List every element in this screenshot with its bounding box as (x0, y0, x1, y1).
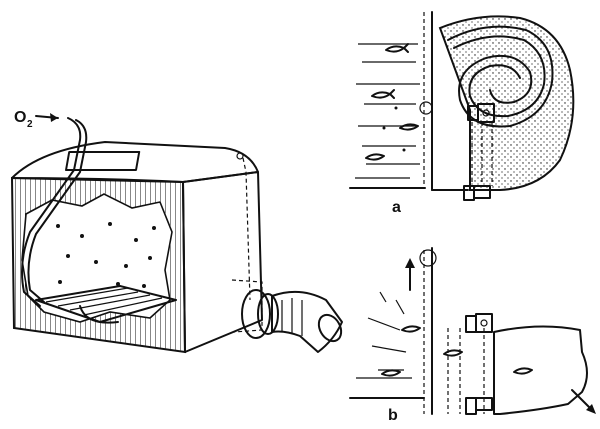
tank-hatch (65, 151, 141, 171)
panel-a-label: a (392, 199, 401, 216)
air-bubbles (56, 222, 156, 288)
svg-text:O: O (14, 109, 26, 126)
transport-tank: O 2 (10, 109, 343, 354)
panel-a-clamps (463, 103, 495, 201)
svg-text:2: 2 (27, 119, 33, 130)
flow-lines (367, 291, 407, 371)
panel-b-clamps (465, 313, 493, 415)
oxygen-supply-pipe (21, 117, 82, 307)
tank-side-face (182, 171, 263, 353)
fish-panel-b (381, 325, 533, 377)
water-surface-lines (356, 43, 420, 165)
unrolled-hose (493, 325, 588, 415)
oxygen-label: O 2 (14, 109, 59, 130)
aerator-grid (35, 285, 177, 324)
panel-b-unrolled-hose: b (349, 247, 596, 424)
outlet-valve (231, 279, 343, 353)
fish-panel-a (365, 43, 419, 161)
panel-b-label: b (388, 407, 398, 424)
panel-a-rolled-hose: a (349, 11, 575, 216)
